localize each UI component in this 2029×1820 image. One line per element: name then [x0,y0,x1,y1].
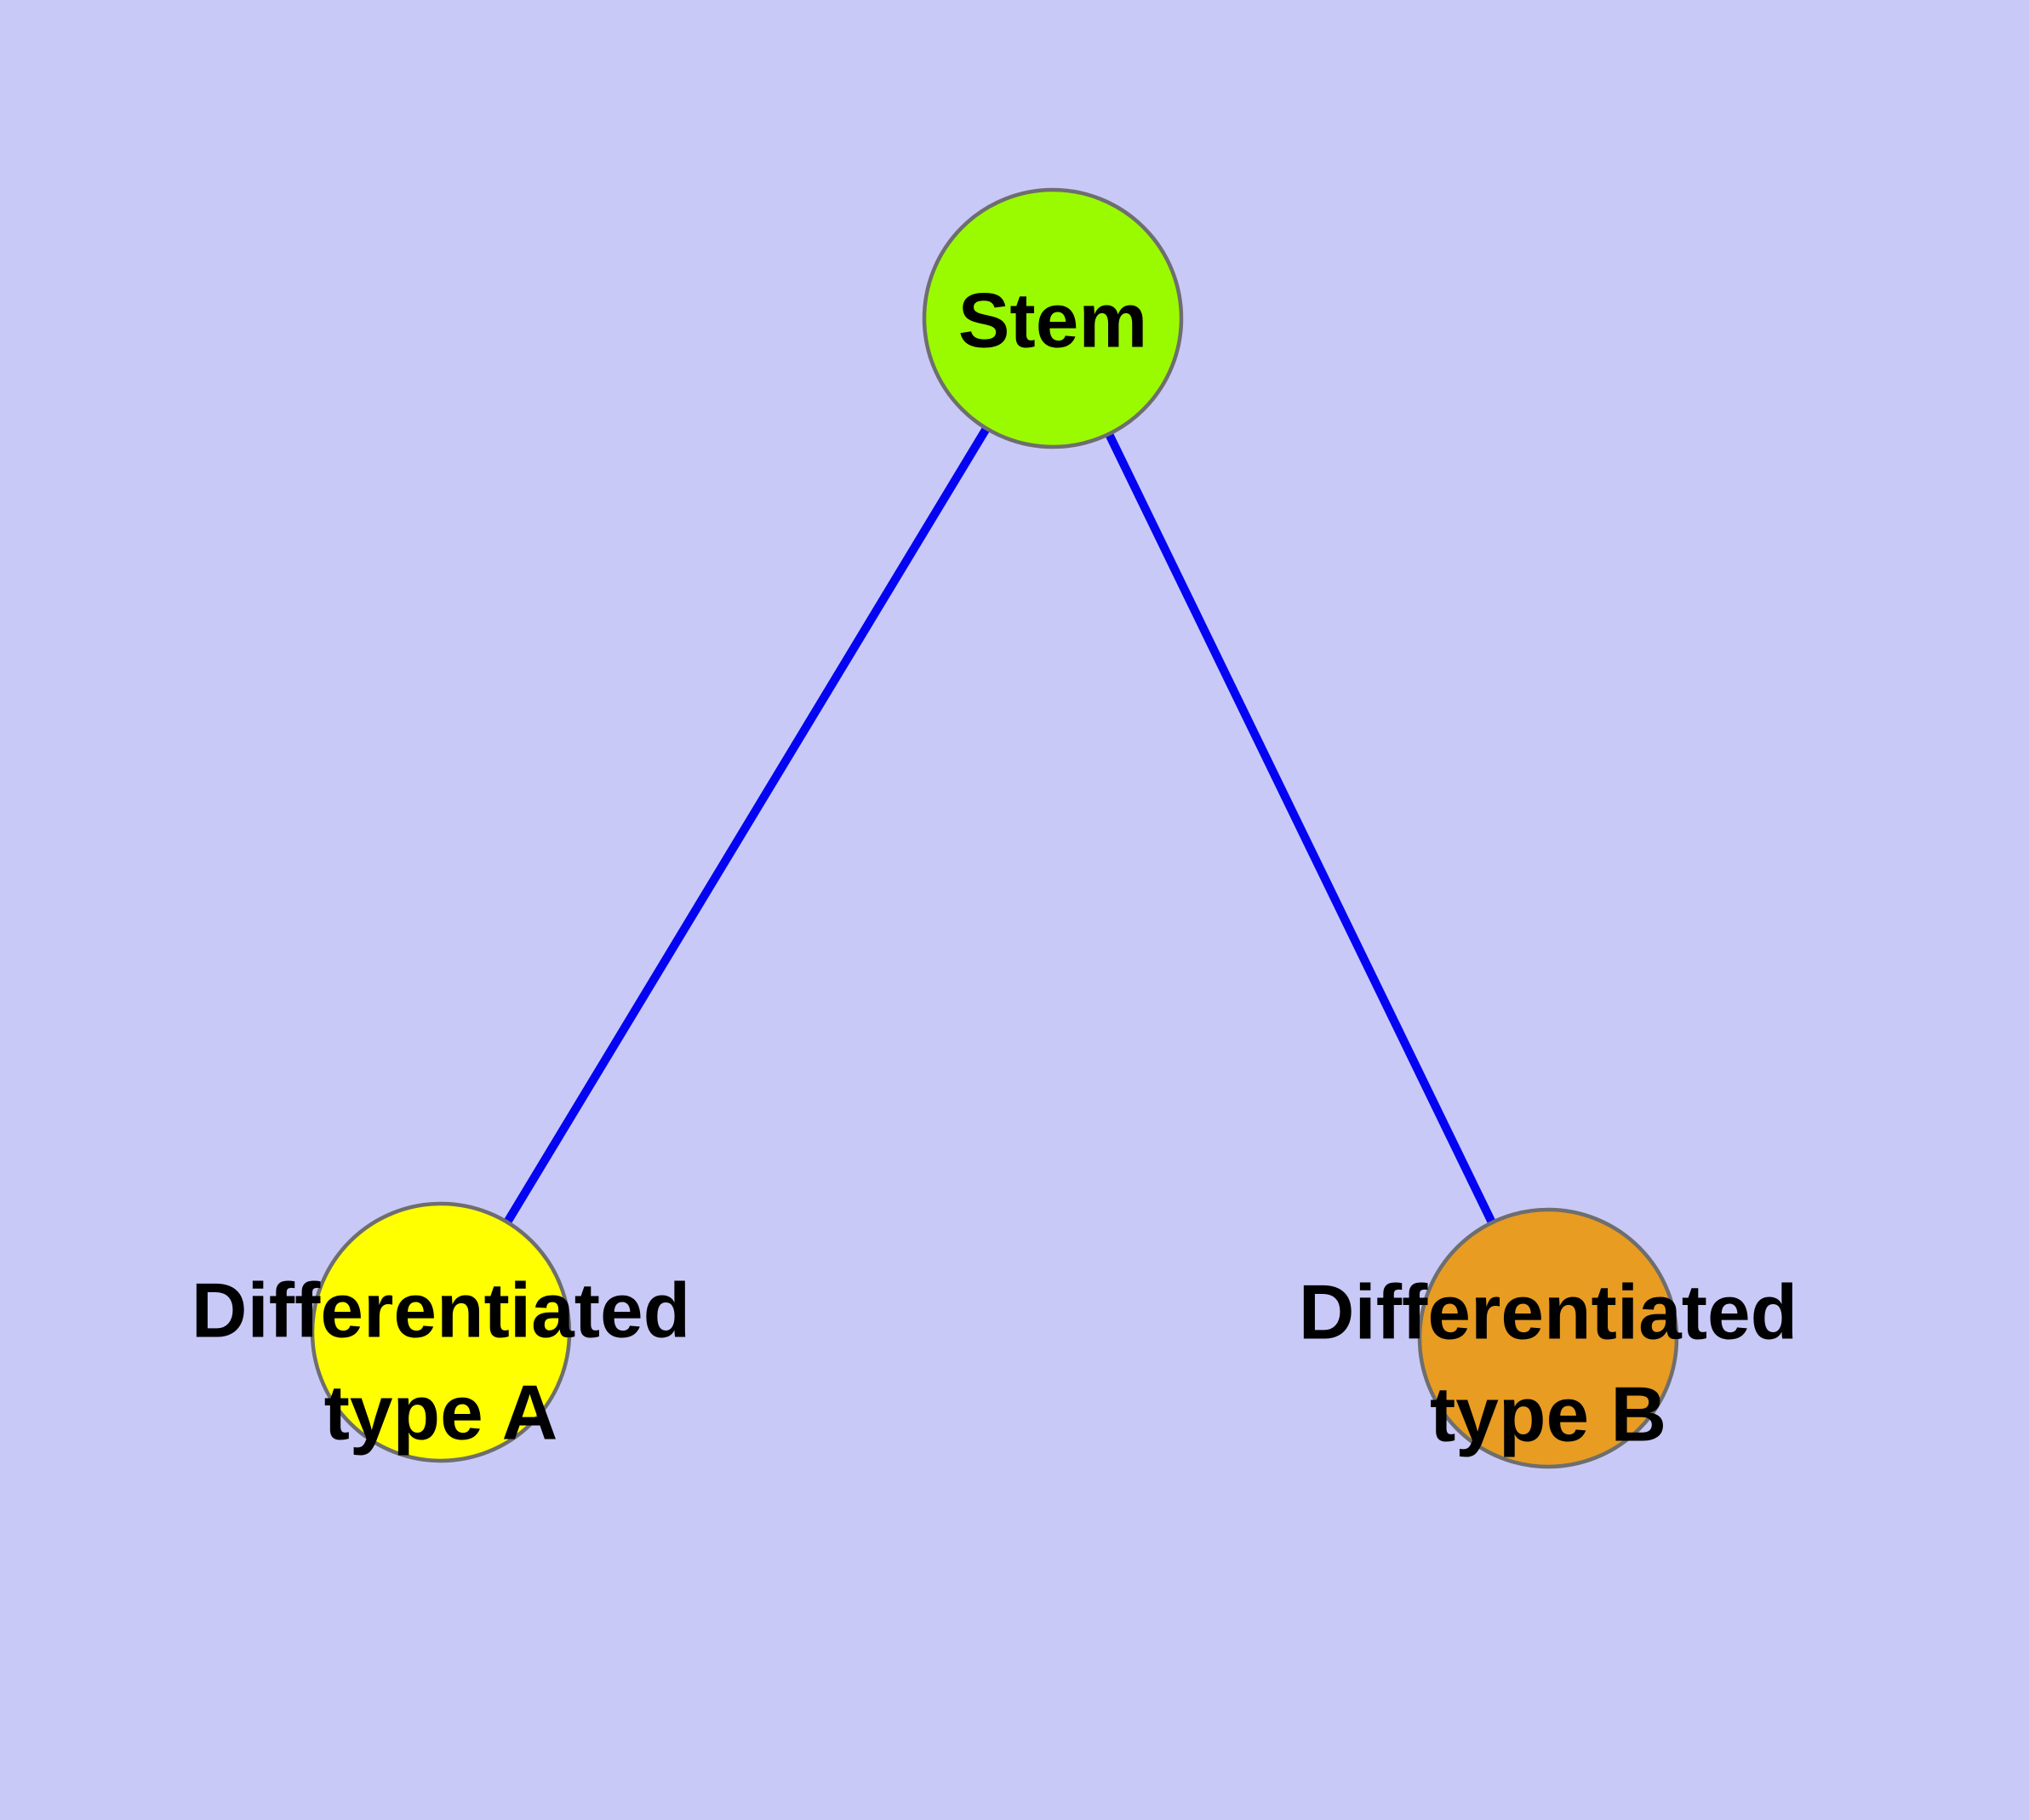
edge-stem-to-type-b [1049,316,1552,1341]
node-label-type-b-line2: type B [1430,1372,1666,1458]
node-label-stem: Stem [958,278,1148,364]
node-stem [922,187,1184,449]
node-label-type-b-line1: Differentiated [1299,1270,1798,1356]
node-label-type-a-line1: Differentiated [191,1268,691,1354]
edge-stem-to-type-a [437,316,1057,1335]
node-differentiated-type-a [310,1201,572,1463]
node-differentiated-type-b [1417,1207,1679,1469]
node-label-type-a-line2: type A [324,1371,558,1457]
